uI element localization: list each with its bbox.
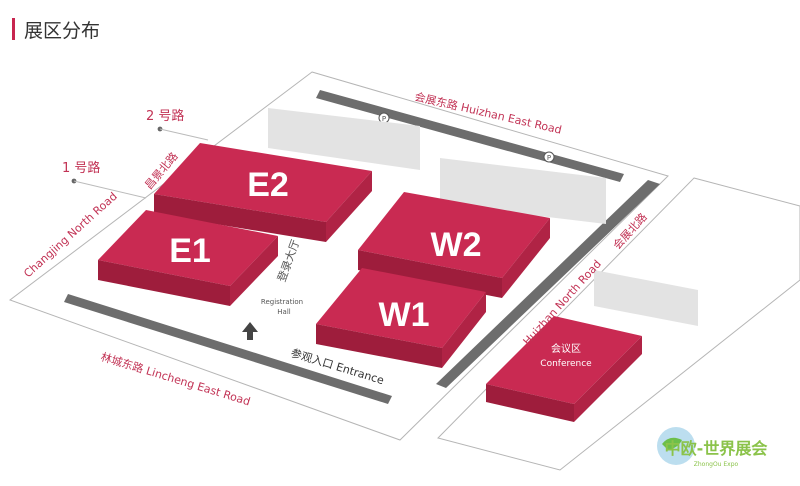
road-1-label: 1 号路 (62, 160, 100, 176)
hall-e2-label: E2 (247, 166, 289, 204)
conference-label-en: Conference (540, 359, 592, 369)
zhongou-expo-logo: 中欧-世界展会 ZhongOu Expo (657, 427, 767, 468)
hall-e1[interactable]: E1 (98, 210, 278, 306)
road-lincheng-east (64, 294, 392, 404)
hall-w2-label: W2 (431, 226, 482, 264)
hall-w2[interactable]: W2 (358, 192, 550, 298)
conference-label-cn: 会议区 (551, 342, 581, 355)
registration-label-en2: Hall (277, 308, 290, 316)
road-1-leader (73, 180, 147, 199)
svg-text:P: P (382, 115, 386, 123)
hall-e2[interactable]: E2 (154, 143, 372, 242)
parking-lot (594, 270, 698, 326)
registration-label-en1: Registration (261, 298, 303, 306)
logo-en: ZhongOu Expo (694, 461, 739, 468)
svg-text:P: P (547, 154, 551, 162)
hall-w1-label: W1 (379, 296, 430, 334)
road-2-label: 2 号路 (146, 108, 184, 124)
site-outline (8, 71, 669, 441)
logo-cn: 中欧-世界展会 (665, 439, 768, 458)
parking-lot (268, 108, 420, 170)
road-huizhan-north (436, 180, 660, 388)
section-title: 展区分布 (24, 19, 101, 42)
section-header: 展区分布 (12, 14, 100, 44)
road-2-leader (159, 128, 209, 141)
conference-hall[interactable]: 会议区 Conference (486, 316, 642, 422)
parking-icon: P (543, 151, 555, 163)
hall-e1-label: E1 (169, 232, 211, 270)
accent-bar (12, 18, 15, 40)
entrance-arrow-icon (242, 322, 258, 340)
hall-w1[interactable]: W1 (316, 268, 486, 368)
